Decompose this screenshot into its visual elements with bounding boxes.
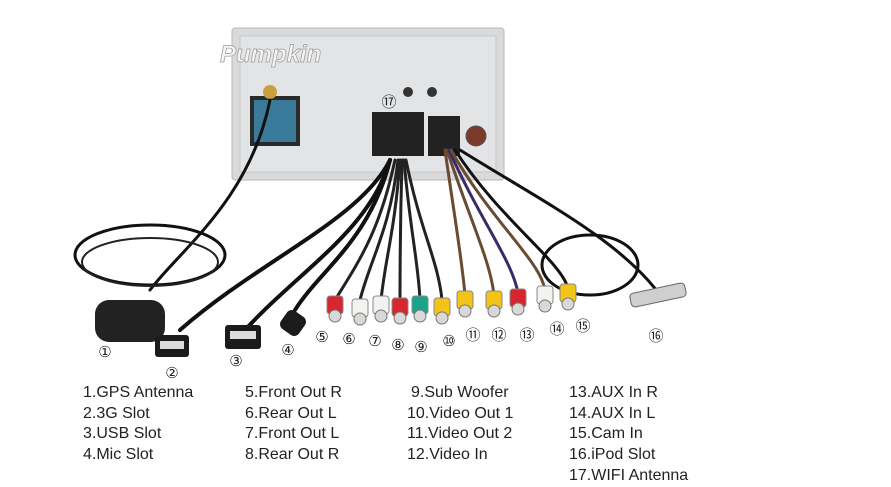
rca-plug-yellow: [559, 283, 577, 311]
callout-6: ⑥: [342, 330, 355, 348]
callout-14: ⑭: [549, 320, 564, 338]
legend-item: 15.Cam In: [569, 425, 643, 443]
rca-plug-white: [372, 295, 390, 323]
rca-plug-red: [391, 297, 409, 325]
callout-10: ⑩: [442, 332, 455, 350]
legend-item: 16.iPod Slot: [569, 446, 656, 464]
callout-9: ⑨: [414, 338, 427, 356]
callout-15: ⑮: [575, 317, 590, 335]
legend-item: 8.Rear Out R: [245, 446, 340, 464]
callout-5: ⑤: [315, 328, 328, 346]
legend-item: 9.Sub Woofer: [411, 384, 509, 401]
legend-column-2: 5.Front Out R 6.Rear Out L 7.Front Out L…: [245, 383, 342, 466]
callout-16: ⑯: [648, 327, 663, 345]
legend-column-3: 9.Sub Woofer 10.Video Out 1 11.Video Out…: [407, 383, 513, 466]
callout-17: ⑰: [381, 93, 396, 111]
legend-item: 7.Front Out L: [245, 425, 340, 443]
legend-item: 17.WIFI Antenna: [569, 466, 689, 484]
gps-antenna: [95, 300, 165, 342]
legend-column-1: 1.GPS Antenna 2.3G Slot 3.USB Slot 4.Mic…: [83, 383, 193, 466]
brand-logo: Pumpkin: [220, 41, 321, 68]
legend-item: 3.USB Slot: [83, 425, 162, 443]
rca-plug-white: [351, 298, 369, 326]
callout-2: ②: [165, 364, 178, 382]
callout-11: ⑪: [465, 326, 480, 344]
mic-jack: [280, 310, 306, 336]
legend-item: 11.Video Out 2: [407, 425, 513, 443]
callout-1: ①: [98, 343, 111, 361]
callout-4: ④: [281, 341, 294, 359]
rca-plug-yellow: [433, 297, 451, 325]
rca-plug-white: [536, 285, 554, 313]
legend-item: 1.GPS Antenna: [83, 384, 194, 401]
legend-item: 4.Mic Slot: [83, 446, 154, 464]
callout-8: ⑧: [391, 336, 404, 354]
legend-item: 6.Rear Out L: [245, 404, 337, 422]
legend-item: 10.Video Out 1: [407, 404, 514, 422]
rca-plug-red: [509, 288, 527, 316]
rca-plug-yellow: [456, 290, 474, 318]
legend-item: 12.Video In: [407, 446, 488, 464]
rca-plug-green: [411, 295, 429, 323]
legend-item: 13.AUX In R: [569, 384, 658, 401]
legend-item: 14.AUX In L: [569, 404, 656, 422]
callout-3: ③: [229, 352, 242, 370]
callout-7: ⑦: [368, 332, 381, 350]
ipod-connector: [629, 282, 687, 308]
callout-13: ⑬: [519, 326, 534, 344]
cables: [73, 98, 662, 332]
legend-item: 5.Front Out R: [245, 384, 342, 401]
rca-plug-red: [326, 295, 344, 323]
rca-plug-yellow: [485, 290, 503, 318]
callout-12: ⑫: [491, 326, 506, 344]
legend-item: 2.3G Slot: [83, 404, 150, 422]
legend-column-4: 13.AUX In R 14.AUX In L 15.Cam In 16.iPo…: [569, 383, 688, 487]
